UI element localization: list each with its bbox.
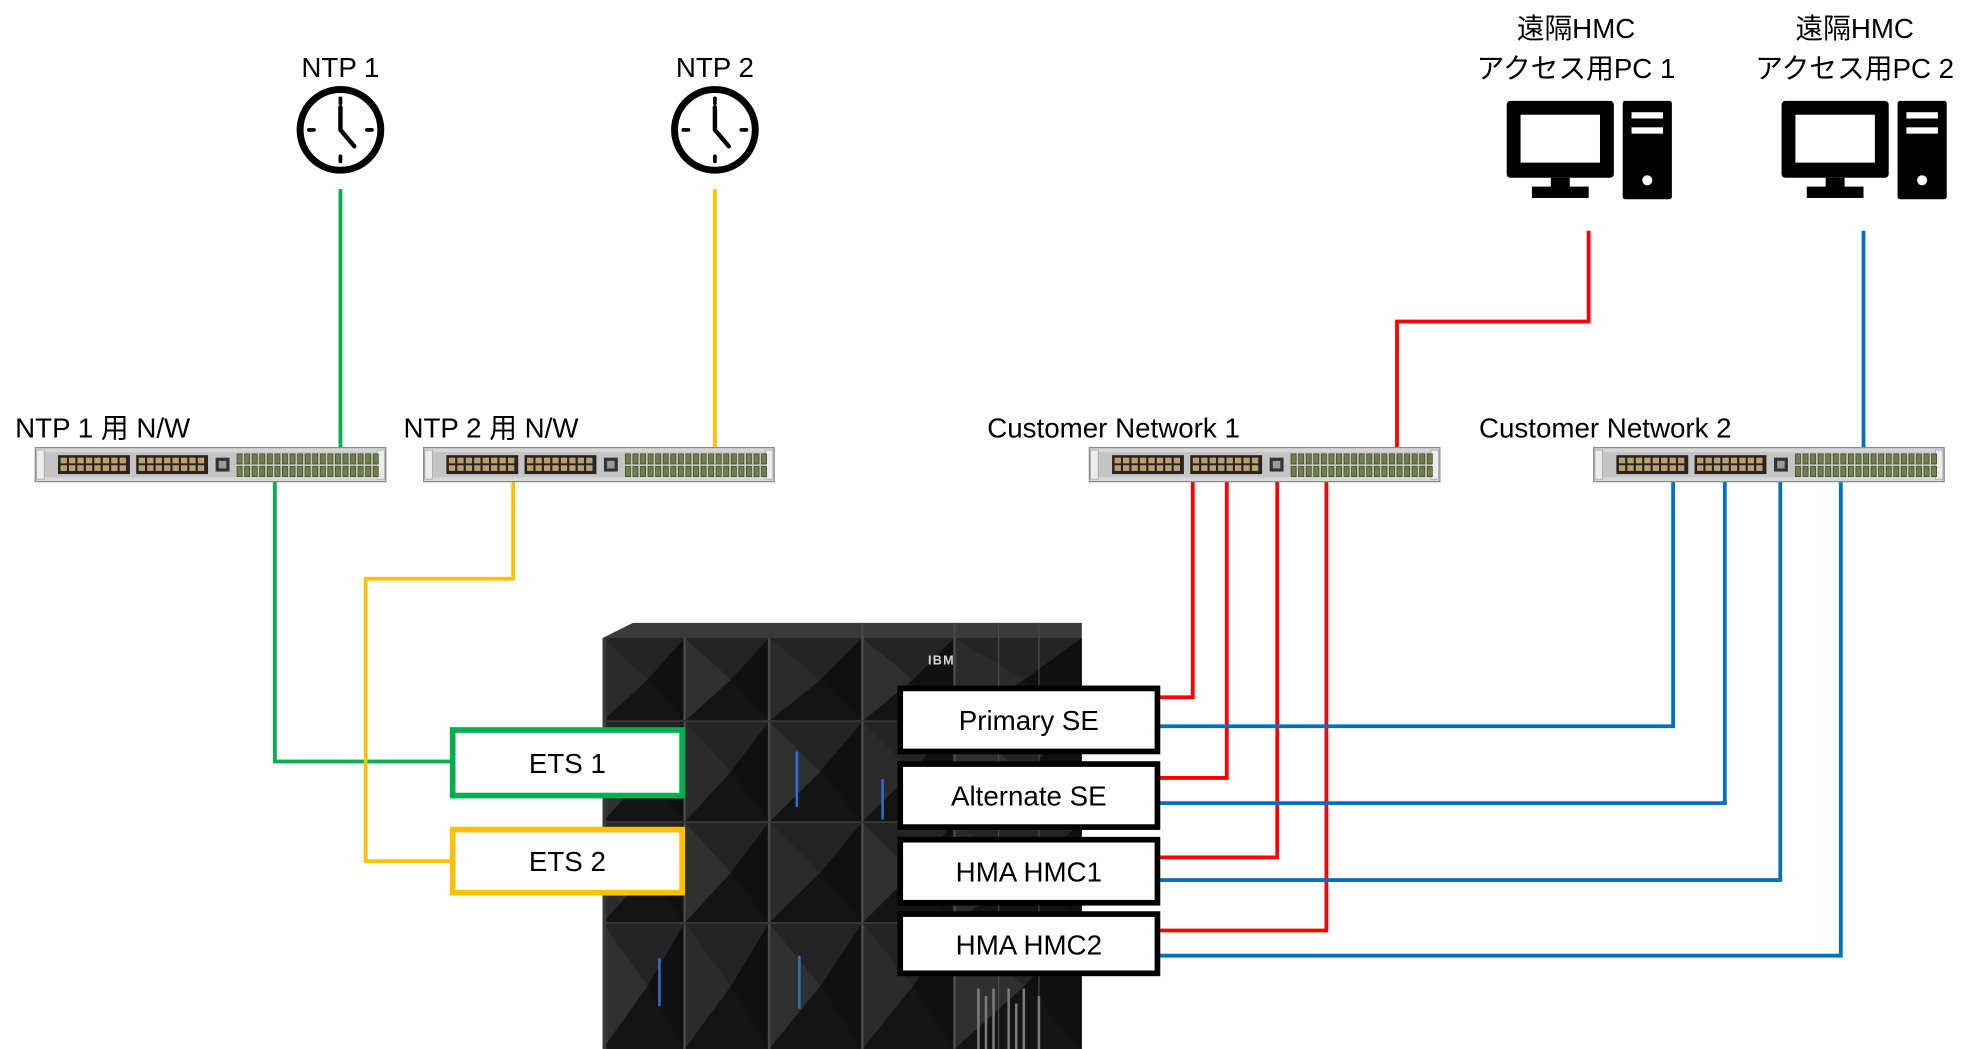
ntp1-clock-icon <box>296 86 385 174</box>
link-remote-pc1-to-customer-network-1 <box>1395 230 1591 449</box>
server-logo: IBM <box>928 653 955 667</box>
link-cn2-primary-se <box>1157 480 1676 729</box>
ets1-box: ETS 1 <box>449 727 685 799</box>
remote-pc1-label-line1: 遠隔HMC <box>1517 13 1636 44</box>
alternate-se-box: Alternate SE <box>897 761 1161 830</box>
ets2-label: ETS 2 <box>529 846 606 877</box>
ntp2-network-switch-icon <box>423 446 775 483</box>
connections <box>272 189 1866 958</box>
customer-network-2-label: Customer Network 2 <box>1479 413 1732 444</box>
remote-pc1-label-line2: アクセス用PC 1 <box>1477 53 1676 84</box>
ntp1-network-label: NTP 1 用 N/W <box>15 413 191 444</box>
hma-hmc1-label: HMA HMC1 <box>956 856 1102 887</box>
link-cn2-hma-hmc1 <box>1157 480 1783 882</box>
remote-pc2-label-line1: 遠隔HMC <box>1795 13 1914 44</box>
ntp2-label: NTP 2 <box>676 52 754 83</box>
link-cn2-alternate-se <box>1157 480 1727 806</box>
customer-network-2-switch-icon <box>1593 446 1945 483</box>
hma-hmc2-label: HMA HMC2 <box>956 929 1102 960</box>
link-cn1-primary-se <box>1157 480 1195 700</box>
hma-hmc2-box: HMA HMC2 <box>897 911 1161 977</box>
primary-se-label: Primary SE <box>959 705 1099 736</box>
ntp2-network-label: NTP 2 用 N/W <box>403 413 579 444</box>
link-cn1-alternate-se <box>1157 480 1229 780</box>
server-emblem <box>977 988 1041 1049</box>
remote-pc2-desktop-pc-icon <box>1781 100 1947 200</box>
customer-network-1-switch-icon <box>1088 446 1441 483</box>
ntp1-label: NTP 1 <box>301 52 379 83</box>
remote-pc2-label-line2: アクセス用PC 2 <box>1755 53 1954 84</box>
link-ntp2-network-to-ets2 <box>363 480 516 864</box>
hma-hmc1-box: HMA HMC1 <box>897 836 1161 906</box>
link-cn2-hma-hmc2 <box>1157 480 1843 958</box>
customer-network-1-label: Customer Network 1 <box>987 413 1240 444</box>
primary-se-box: Primary SE <box>897 685 1161 755</box>
ets1-label: ETS 1 <box>529 748 606 779</box>
remote-pc1-desktop-pc-icon <box>1506 100 1672 200</box>
ntp2-clock-icon <box>671 86 759 174</box>
alternate-se-label: Alternate SE <box>951 781 1107 812</box>
ets2-box: ETS 2 <box>449 826 685 896</box>
ntp1-network-switch-icon <box>34 446 387 483</box>
link-cn1-hma-hmc2 <box>1157 480 1329 933</box>
link-ntp1-network-to-ets1 <box>272 480 453 764</box>
link-cn1-hma-hmc1 <box>1157 480 1280 860</box>
